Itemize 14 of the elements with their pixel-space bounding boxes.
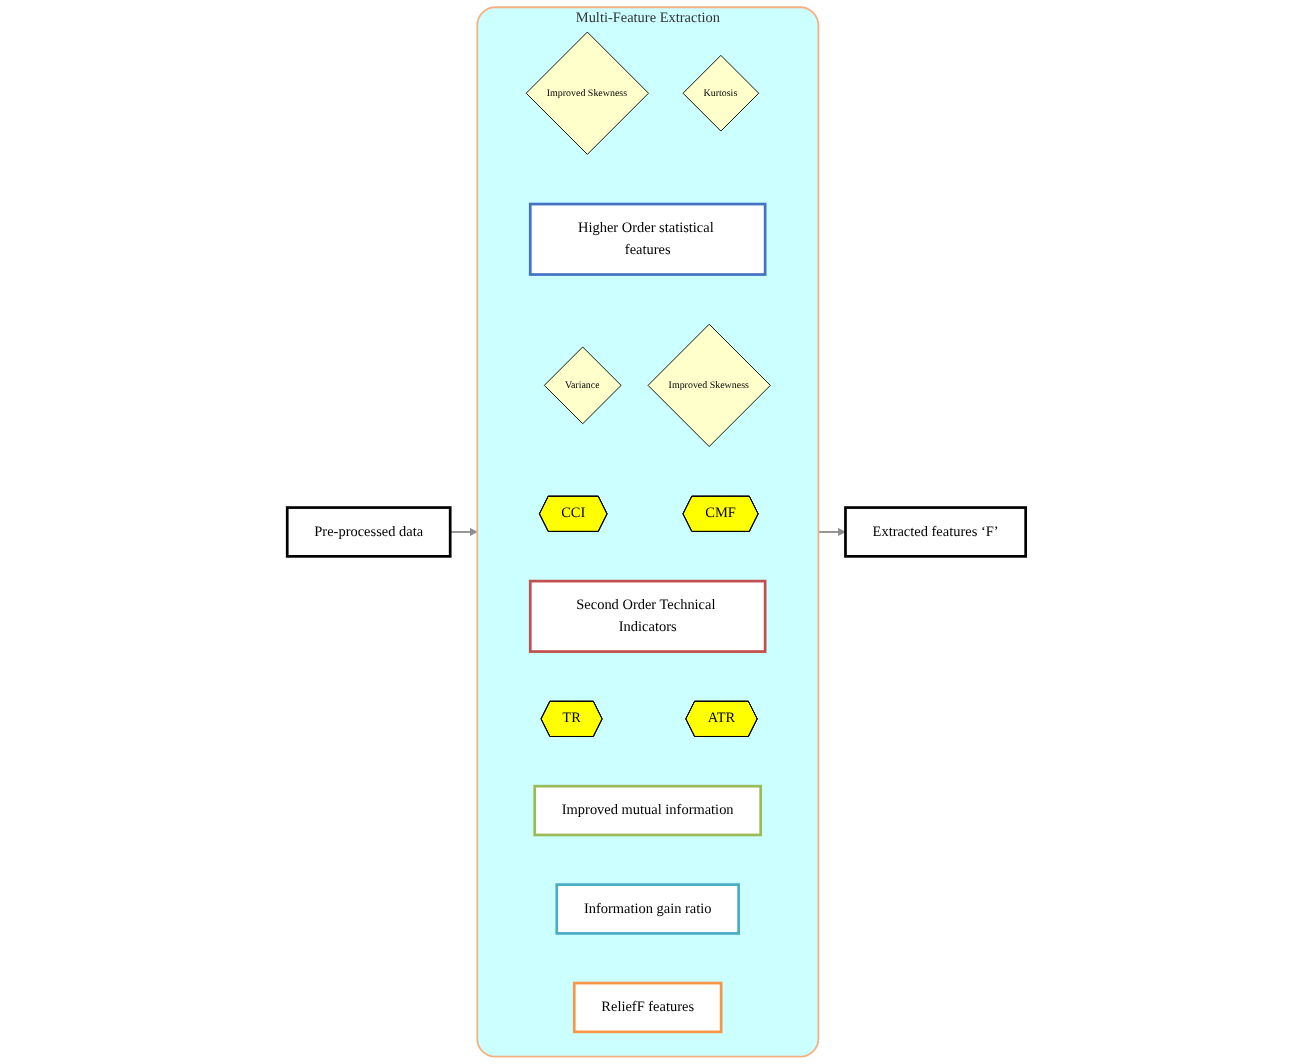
node-box [529, 202, 767, 276]
node-box [573, 981, 724, 1034]
node-diamond [526, 31, 650, 155]
arrow [449, 528, 479, 536]
node-box [555, 883, 741, 935]
node-box [529, 579, 767, 653]
cluster [476, 6, 820, 1058]
arrow [818, 528, 847, 536]
node-diamond [544, 346, 623, 425]
node-box [533, 784, 763, 837]
node-box [844, 506, 1028, 558]
node-diamond [648, 323, 772, 447]
node-diamond [683, 54, 760, 132]
node-box [286, 506, 453, 558]
